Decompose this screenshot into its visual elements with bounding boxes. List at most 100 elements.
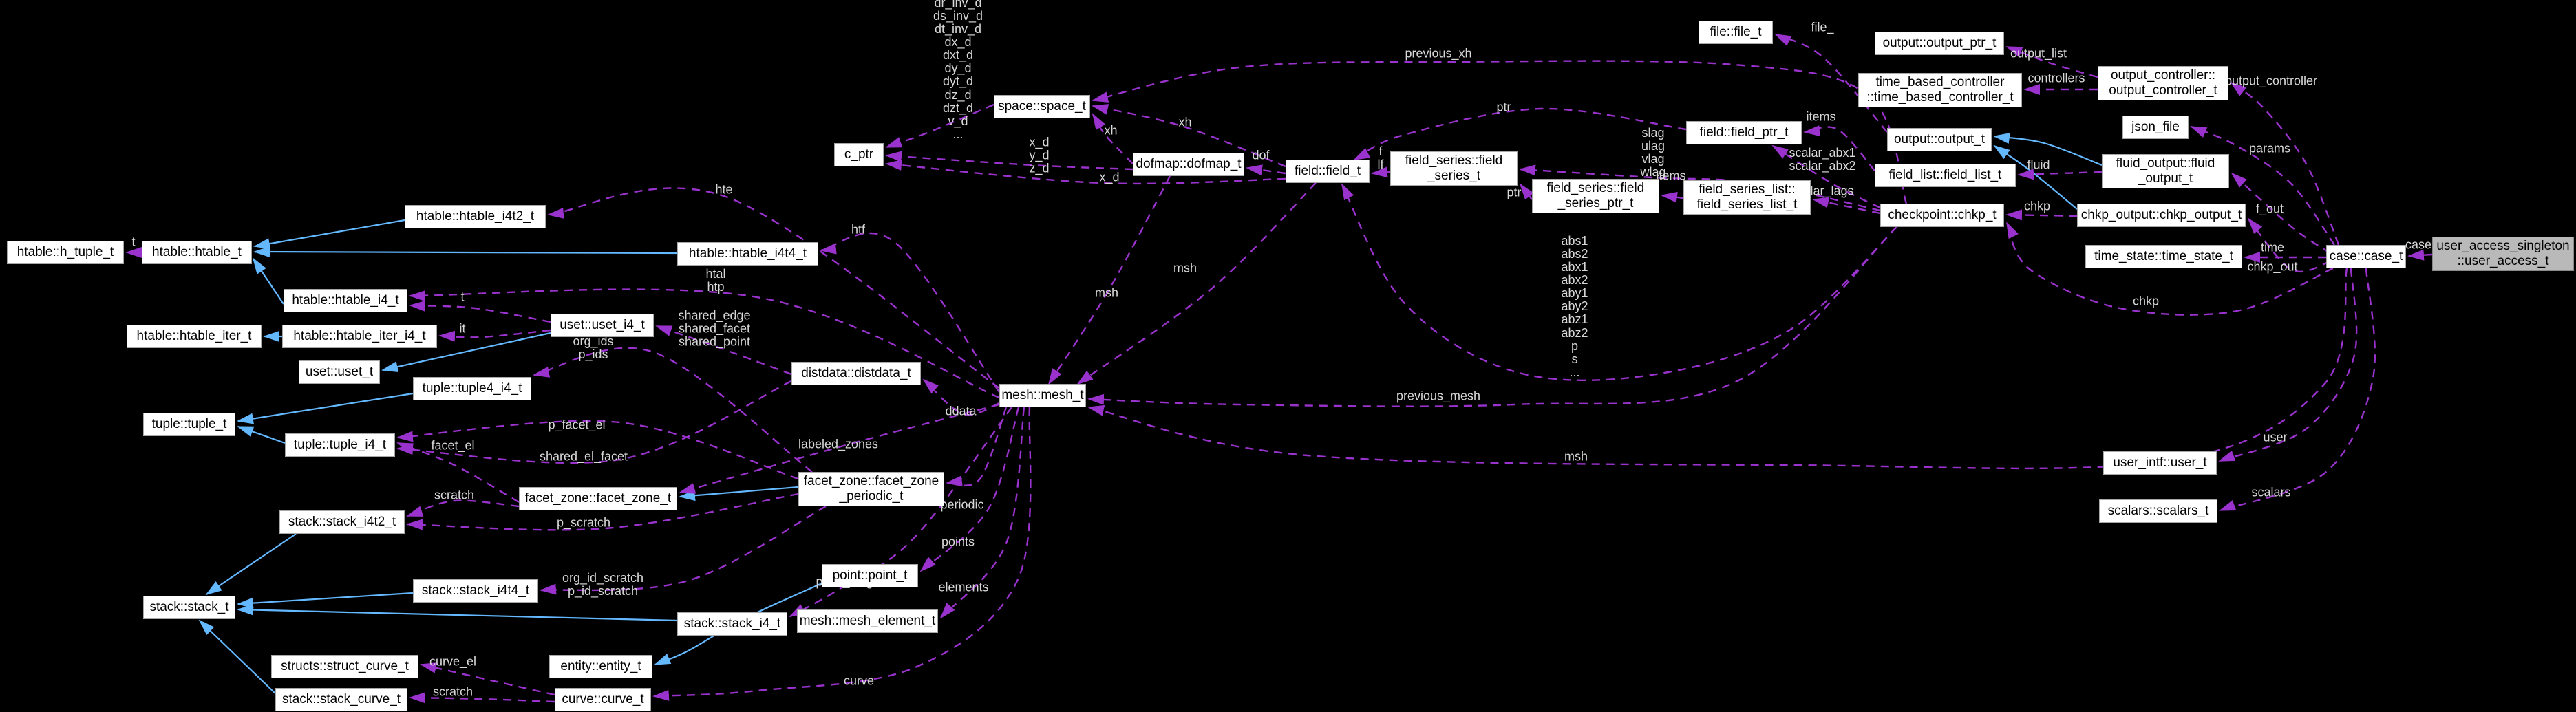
edge-tuple_tuple4_i4_t--tuple_tuple_t	[237, 392, 414, 424]
edge-field_series_list_field_series_list_t--field_series_field_series_ptr_t	[1661, 191, 1684, 203]
edge-mesh_mesh_t--htable_htable_i4t2_t	[547, 187, 1000, 389]
edge-case_case_t--chkp_output_chkp_output_t	[2247, 217, 2331, 273]
node-stack_stack_i4t4_t[interactable]: stack::stack_i4t4_t	[413, 579, 538, 603]
node-htable_h_tuple_t[interactable]: htable::h_tuple_t	[7, 241, 124, 264]
edge-label-field_field_ptr_t--field_field_t: ptr	[1496, 100, 1511, 114]
edge-label-output_controller_output_controller_t--time_based_controller_time_based_controller_t: controllers	[2027, 71, 2085, 85]
node-mesh_mesh_t[interactable]: mesh::mesh_t	[999, 384, 1086, 407]
node-field_field_ptr_t[interactable]: field::field_ptr_t	[1686, 121, 1802, 144]
edge-label-facet_zone_facet_zone_periodic_t--tuple_tuple_i4_t: p_facet_el	[548, 418, 606, 432]
edge-output_output_t--file_file_t	[1774, 33, 1888, 133]
edge-output_controller_output_controller_t--output_output_ptr_t	[2005, 45, 2098, 78]
edge-field_series_field_series_t--field_field_t	[1371, 166, 1391, 178]
node-uset_uset_t[interactable]: uset::uset_t	[299, 360, 380, 384]
node-user_intf_user_t[interactable]: user_intf::user_t	[2103, 451, 2217, 475]
node-stack_stack_i4_t[interactable]: stack::stack_i4_t	[677, 612, 787, 636]
edge-label-facet_zone_facet_zone_periodic_t--stack_stack_i4t4_t: org_id_scratch p_id_scratch	[562, 570, 644, 598]
node-curve_curve_t[interactable]: curve::curve_t	[555, 688, 651, 711]
node-fluid_output_fluid_output_t[interactable]: fluid_output::fluid _output_t	[2102, 154, 2229, 188]
node-scalars_scalars_t[interactable]: scalars::scalars_t	[2099, 499, 2217, 523]
node-htable_htable_i4_t[interactable]: htable::htable_i4_t	[284, 289, 407, 312]
edge-checkpoint_chkp_t--field_field_ptr_t	[1771, 144, 1881, 209]
edge-label-mesh_mesh_t--facet_zone_facet_zone_periodic_t: periodic	[940, 497, 984, 512]
edge-label-checkpoint_chkp_t--field_field_ptr_t: scalar_abx1 scalar_abx2	[1789, 145, 1856, 173]
node-structs_struct_curve_t[interactable]: structs::struct_curve_t	[271, 655, 418, 678]
edge-label-curve_curve_t--stack_stack_curve_t: scratch	[432, 684, 473, 699]
node-stack_stack_i4t2_t[interactable]: stack::stack_i4t2_t	[279, 510, 405, 534]
node-output_output_ptr_t[interactable]: output::output_ptr_t	[1875, 32, 2004, 55]
edge-checkpoint_chkp_t--field_series_field_series_t	[1519, 164, 1881, 212]
node-time_based_controller_time_based_controller_t[interactable]: time_based_controller ::time_based_contr…	[1858, 73, 2022, 107]
edge-mesh_mesh_t--mesh_mesh_element_t	[939, 407, 1025, 619]
edge-label-field_series_field_series_ptr_t--field_series_field_series_t: ptr	[1507, 185, 1522, 199]
edge-label-mesh_mesh_t--htable_htable_i4t2_t: hte	[715, 182, 733, 197]
node-uset_uset_i4_t[interactable]: uset::uset_i4_t	[551, 314, 654, 337]
node-field_list_field_list_t[interactable]: field_list::field_list_t	[1875, 164, 2016, 187]
node-json_file[interactable]: json_file	[2122, 116, 2189, 139]
node-c_ptr[interactable]: c_ptr	[834, 143, 884, 166]
node-htable_htable_iter_t[interactable]: htable::htable_iter_t	[127, 325, 262, 348]
node-htable_htable_i4t4_t[interactable]: htable::htable_i4t4_t	[677, 242, 818, 266]
node-stack_stack_curve_t[interactable]: stack::stack_curve_t	[275, 688, 407, 711]
edge-tuple_tuple_i4_t--tuple_tuple_t	[237, 425, 286, 444]
node-facet_zone_facet_zone_periodic_t[interactable]: facet_zone::facet_zone _periodic_t	[798, 472, 944, 506]
edge-label-dofmap_dofmap_t--c_ptr: x_d y_d z_d	[1029, 135, 1050, 175]
edge-label-mesh_mesh_t--htable_htable_i4_t: htal htp	[705, 266, 726, 294]
node-htable_htable_i4t2_t[interactable]: htable::htable_i4t2_t	[405, 205, 546, 228]
edge-chkp_output_chkp_output_t--checkpoint_chkp_t	[2005, 209, 2078, 221]
node-distdata_distdata_t[interactable]: distdata::distdata_t	[791, 362, 921, 385]
node-case_case_t[interactable]: case::case_t	[2326, 245, 2406, 268]
node-point_point_t[interactable]: point::point_t	[822, 564, 918, 587]
edge-stack_stack_i4t2_t--stack_stack_t	[205, 533, 297, 596]
node-time_state_time_state_t[interactable]: time_state::time_state_t	[2085, 245, 2242, 268]
node-tuple_tuple4_i4_t[interactable]: tuple::tuple4_i4_t	[413, 377, 531, 400]
node-facet_zone_facet_zone_t[interactable]: facet_zone::facet_zone_t	[519, 487, 677, 510]
edge-mesh_mesh_t--stack_stack_i4_t	[789, 407, 1012, 618]
edge-facet_zone_facet_zone_periodic_t--stack_stack_i4t2_t	[406, 493, 799, 531]
node-output_controller_output_controller_t[interactable]: output_controller:: output_controller_t	[2098, 66, 2228, 100]
edge-field_field_t--c_ptr	[885, 160, 1286, 185]
node-tuple_tuple_i4_t[interactable]: tuple::tuple_i4_t	[285, 433, 395, 457]
edge-label-uset_uset_i4_t--htable_htable_iter_i4_t: it	[459, 321, 466, 336]
node-field_series_list_field_series_list_t[interactable]: field_series_list:: field_series_list_t	[1683, 180, 1811, 215]
node-field_series_field_series_ptr_t[interactable]: field_series::field _series_ptr_t	[1532, 179, 1659, 213]
edge-label-dofmap_dofmap_t--space_space_t: xh	[1104, 123, 1118, 138]
edge-label-field_field_t--c_ptr: x_d	[1099, 170, 1120, 184]
edge-space_space_t--c_ptr	[885, 103, 994, 149]
edge-user_access_singleton_user_access_t--case_case_t	[2407, 249, 2433, 261]
node-user_access_singleton_user_access_t[interactable]: user_access_singleton ::user_access_t	[2432, 237, 2574, 271]
edge-label-space_space_t--c_ptr: dr_inv_d ds_inv_d dt_inv_d dx_d dxt_d dy…	[933, 0, 983, 141]
edge-mesh_mesh_t--facet_zone_facet_zone_periodic_t	[946, 407, 1008, 487]
edge-htable_htable_i4t2_t--htable_htable_t	[253, 219, 405, 250]
node-field_series_field_series_t[interactable]: field_series::field _series_t	[1390, 151, 1518, 186]
edge-label-facet_zone_facet_zone_t--tuple_tuple_i4_t: facet_el	[431, 438, 475, 453]
edge-label-case_case_t--user_intf_user_t: user	[2263, 430, 2288, 444]
node-chkp_output_chkp_output_t[interactable]: chkp_output::chkp_output_t	[2077, 204, 2246, 227]
edge-label-distdata_distdata_t--uset_uset_i4_t: shared_edge shared_facet shared_point	[678, 308, 751, 349]
edge-label-case_case_t--fluid_output_fluid_output_t: f_out	[2255, 202, 2284, 216]
edge-label-field_series_list_field_series_list_t--field_series_field_series_ptr_t: items	[1656, 169, 1686, 183]
node-field_field_t[interactable]: field::field_t	[1286, 160, 1370, 183]
node-space_space_t[interactable]: space::space_t	[994, 95, 1090, 118]
node-htable_htable_t[interactable]: htable::htable_t	[142, 241, 252, 264]
node-entity_entity_t[interactable]: entity::entity_t	[549, 655, 652, 678]
node-checkpoint_chkp_t[interactable]: checkpoint::chkp_t	[1880, 204, 2004, 227]
edge-stack_stack_i4t4_t--stack_stack_t	[237, 592, 414, 609]
edge-label-curve_curve_t--structs_struct_curve_t: curve_el	[429, 654, 477, 669]
edge-label-output_controller_output_controller_t--output_output_ptr_t: output_list	[2010, 46, 2067, 61]
edge-field_field_t--space_space_t	[1092, 104, 1286, 168]
edge-label-case_case_t--chkp_output_chkp_output_t: chkp_out	[2247, 259, 2298, 274]
node-file_file_t[interactable]: file::file_t	[1699, 21, 1773, 44]
edge-label-case_case_t--mesh_mesh_t: msh	[1564, 449, 1588, 464]
node-dofmap_dofmap_t[interactable]: dofmap::dofmap_t	[1133, 153, 1244, 176]
node-tuple_tuple_t[interactable]: tuple::tuple_t	[143, 413, 235, 436]
node-output_output_t[interactable]: output::output_t	[1887, 128, 1992, 151]
edge-stack_stack_curve_t--stack_stack_t	[198, 619, 276, 694]
node-htable_htable_iter_i4_t[interactable]: htable::htable_iter_i4_t	[282, 325, 437, 348]
node-stack_stack_t[interactable]: stack::stack_t	[143, 596, 235, 619]
node-mesh_mesh_element_t[interactable]: mesh::mesh_element_t	[797, 609, 938, 633]
edge-label-field_list_field_list_t--field_field_ptr_t: items	[1806, 109, 1836, 124]
edge-label-field_field_t--dofmap_dofmap_t: dof	[1252, 148, 1270, 162]
